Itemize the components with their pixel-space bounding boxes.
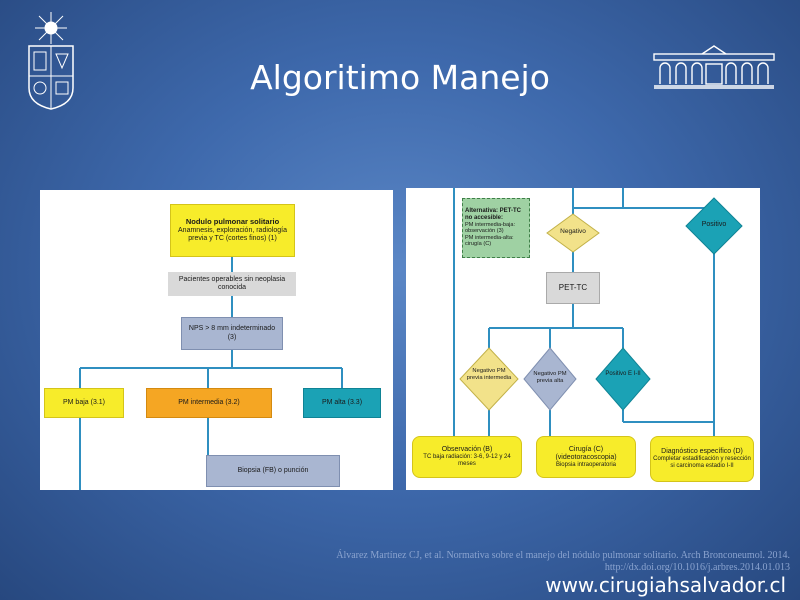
cirugia-subtext: Biopsia intraoperatoria	[555, 461, 617, 468]
slide-title: Algoritimo Manejo	[250, 58, 550, 97]
nps-box: NPS > 8 mm indeterminado (3)	[181, 317, 283, 350]
positivo-e-diamond	[595, 347, 651, 411]
pm-alta-box: PM alta (3.3)	[303, 388, 381, 418]
nodulo-title: Nodulo pulmonar solitario	[185, 217, 280, 227]
negativo-previa-intermedia-diamond	[459, 347, 519, 411]
positivo-diamond-top	[685, 197, 743, 255]
cirugia-title: Cirugía (C) (videotoracoscopia)	[555, 445, 617, 461]
pacientes-box: Pacientes operables sin neoplasia conoci…	[168, 272, 296, 296]
diagnostico-title: Diagnóstico específico (D)	[661, 448, 743, 456]
university-seal-logo	[26, 10, 76, 110]
citation-line-2: http://dx.doi.org/10.1016/j.arbres.2014.…	[604, 561, 790, 573]
hospital-building-logo	[652, 42, 776, 90]
pm-baja-box: PM baja (3.1)	[44, 388, 124, 418]
neg-pm-alta-label: Negativo PM previa alta	[533, 371, 567, 384]
negativo-label: Negativo	[560, 228, 586, 235]
pacientes-text: Pacientes operables sin neoplasia conoci…	[178, 275, 286, 291]
pet-tc-text: PET-TC	[558, 283, 588, 293]
nodulo-pulmonar-box: Nodulo pulmonar solitario Anamnesis, exp…	[170, 204, 295, 257]
observacion-title: Observación (B)	[441, 446, 493, 454]
left-connectors	[79, 257, 343, 490]
biopsia-text: Biopsia (FB) o punción	[237, 466, 309, 474]
alternativa-title: Alternativa: PET-TC no accesible:	[465, 208, 522, 222]
pet-tc-box: PET-TC	[546, 272, 600, 304]
alternativa-item1: PM intermedia-baja: observación (3)	[465, 222, 516, 235]
biopsia-box: Biopsia (FB) o punción	[206, 455, 340, 487]
pm-intermedia-text: PM intermedia (3.2)	[178, 398, 240, 406]
pm-alta-text: PM alta (3.3)	[321, 398, 363, 406]
diagnostico-box: Diagnóstico específico (D) Completar est…	[650, 436, 754, 482]
positivo-label: Positivo	[701, 221, 727, 228]
diagnostico-subtext: Completar estadificación y resección si …	[653, 456, 751, 470]
right-connectors	[453, 188, 743, 436]
pm-baja-text: PM baja (3.1)	[62, 398, 106, 406]
neg-pm-previa-label: Negativo PM previa intermedia	[466, 368, 512, 381]
cirugia-box: Cirugía (C) (videotoracoscopia) Biopsia …	[536, 436, 636, 478]
negativo-diamond-top	[546, 213, 600, 253]
flowchart-right-panel: Alternativa: PET-TC no accesible: PM int…	[406, 188, 760, 490]
citation-line-1: Álvarez Martínez CJ, et al. Normativa so…	[336, 550, 790, 561]
flowchart-left-panel: Nodulo pulmonar solitario Anamnesis, exp…	[40, 190, 393, 490]
citation: Álvarez Martínez CJ, et al. Normativa so…	[336, 550, 790, 573]
negativo-previa-alta-diamond	[523, 347, 577, 411]
observacion-box: Observación (B) TC baja radiación: 3-6, …	[412, 436, 522, 478]
nodulo-subtext: Anamnesis, exploración, radiología previ…	[178, 226, 287, 242]
nps-text: NPS > 8 mm indeterminado (3)	[188, 325, 276, 341]
pos-e-label: Positivo E I-II	[605, 371, 641, 377]
pm-intermedia-box: PM intermedia (3.2)	[146, 388, 272, 418]
website-url: www.cirugiahsalvador.cl	[545, 573, 786, 597]
observacion-subtext: TC baja radiación: 3-6, 9-12 y 24 meses	[423, 454, 511, 468]
alternativa-pet-box: Alternativa: PET-TC no accesible: PM int…	[462, 198, 530, 258]
alternativa-item2: PM intermedia-alta: cirugía (C)	[465, 234, 514, 248]
